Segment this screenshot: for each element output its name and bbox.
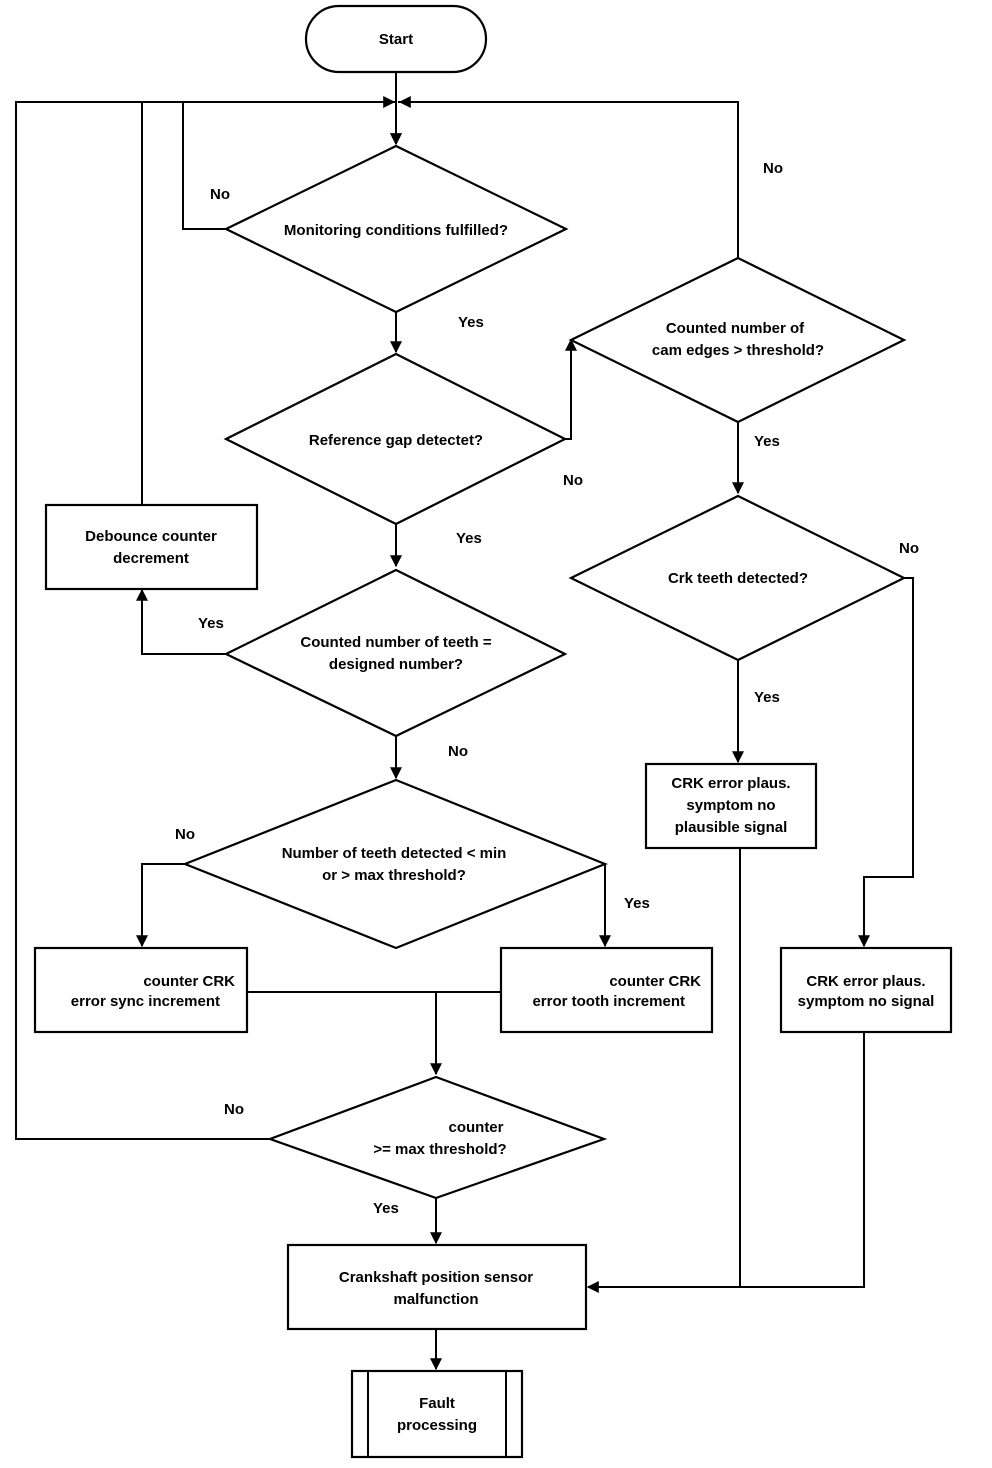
connectors: [15, 72, 914, 1371]
sync-increment-process: [33, 946, 249, 1034]
monitoring-decision: [223, 144, 569, 314]
shapes: [33, 4, 953, 1459]
cam-edges-decision: [568, 256, 907, 424]
fault-label-2: processing: [397, 1417, 477, 1434]
cam-yes-label: Yes: [754, 433, 780, 450]
debounce-label-2: decrement: [113, 550, 189, 567]
counter-max-label-2: >= max threshold?: [373, 1141, 506, 1158]
debounce-process: [44, 503, 259, 591]
edge-cam-no: [398, 101, 739, 258]
debounce-label-1: Debounce counter: [85, 528, 217, 545]
start-label: Start: [379, 31, 413, 48]
minmax-yes-label: Yes: [624, 895, 650, 912]
malfunction-label-1: Crankshaft position sensor: [339, 1269, 533, 1286]
tooth-inc-label-2: error tooth increment: [532, 993, 685, 1010]
no-signal-label-1: CRK error plaus.: [806, 973, 925, 990]
crk-teeth-decision: [568, 494, 907, 662]
no-signal-process: [779, 946, 953, 1034]
monitoring-label: Monitoring conditions fulfilled?: [284, 222, 508, 239]
ref-gap-decision: [223, 352, 568, 526]
tooth-increment-process: [499, 946, 714, 1034]
cam-edges-label-1: Counted number of: [666, 320, 805, 337]
ref-gap-label: Reference gap detectet?: [309, 432, 483, 449]
minmax-no-label: No: [175, 826, 195, 843]
sync-inc-label-1: counter CRK: [143, 973, 235, 990]
teeth-count-label-2: designed number?: [329, 656, 463, 673]
no-plausible-label-2: symptom no: [686, 797, 775, 814]
counter-yes-label: Yes: [373, 1200, 399, 1217]
teeth-count-label-1: Counted number of teeth =: [300, 634, 491, 651]
counter-max-label-1: counter: [448, 1119, 503, 1136]
start-terminal: [304, 4, 488, 74]
edge-labels: No Yes No Yes Yes No No Yes No Yes No Ye…: [175, 160, 919, 1217]
sync-inc-label-2: error sync increment: [71, 993, 220, 1010]
edge-refgap-no: [565, 338, 577, 440]
teethcount-no-label: No: [448, 743, 468, 760]
cam-edges-label-2: cam edges > threshold?: [652, 342, 824, 359]
tooth-inc-label-1: counter CRK: [609, 973, 701, 990]
fault-label-1: Fault: [419, 1395, 455, 1412]
refgap-no-label: No: [563, 472, 583, 489]
no-plausible-label-3: plausible signal: [675, 819, 788, 836]
crk-no-label: No: [899, 540, 919, 557]
edge-minmax-no: [136, 863, 185, 948]
crk-teeth-label: Crk teeth detected?: [668, 570, 808, 587]
edge-signal-malfunction: [586, 1033, 865, 1293]
counter-max-decision: [266, 1075, 608, 1200]
monitoring-no-label: No: [210, 186, 230, 203]
no-plausible-label-1: CRK error plaus.: [671, 775, 790, 792]
edge-crk-no: [858, 577, 914, 948]
refgap-yes-label: Yes: [456, 530, 482, 547]
edge-counter-no: [15, 101, 396, 1140]
teethcount-yes-label: Yes: [198, 615, 224, 632]
monitoring-yes-label: Yes: [458, 314, 484, 331]
edge-teethcount-yes: [136, 588, 226, 655]
crk-yes-label: Yes: [754, 689, 780, 706]
malfunction-label-2: malfunction: [394, 1291, 479, 1308]
no-plausible-process: [644, 762, 818, 850]
teeth-minmax-decision: [182, 778, 608, 950]
teeth-minmax-label-1: Number of teeth detected < min: [282, 845, 507, 862]
counter-no-label: No: [224, 1101, 244, 1118]
fault-subprocess: [350, 1369, 524, 1459]
teeth-count-decision: [223, 568, 568, 738]
malfunction-process: [286, 1243, 588, 1331]
cam-no-label: No: [763, 160, 783, 177]
no-signal-label-2: symptom no signal: [798, 993, 935, 1010]
node-labels: Start Monitoring conditions fulfilled? R…: [71, 31, 935, 1434]
teeth-minmax-label-2: or > max threshold?: [322, 867, 466, 884]
